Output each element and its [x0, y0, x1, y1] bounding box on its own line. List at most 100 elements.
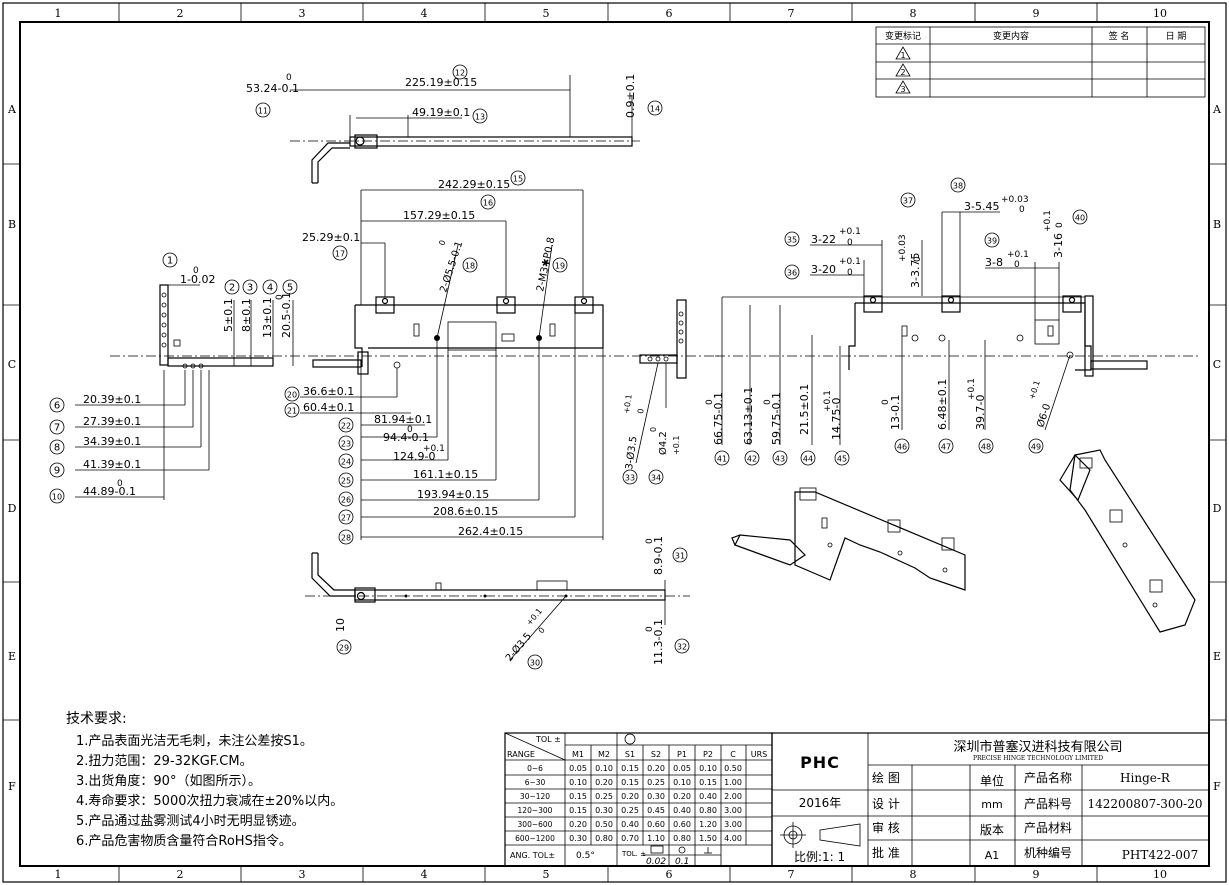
dim-3-3-75-upper: +0.03	[898, 234, 908, 262]
dim-20-39: 20.39±0.1	[83, 393, 141, 406]
tol-range: 120~300	[518, 806, 553, 815]
tech-req-item: 3.出货角度：90°（如图所示）。	[76, 773, 261, 789]
revision-date-header: 日 期	[1166, 31, 1187, 42]
dim-3-22-upper: +0.1	[839, 227, 861, 237]
tol-value: 0.05	[569, 764, 587, 773]
balloon-12: 12	[452, 64, 468, 80]
balloon-33: 33	[622, 469, 638, 485]
balloon-48: 48	[978, 438, 994, 454]
tol-value: 0.30	[647, 792, 665, 801]
top-view: 225.19±0.15 53.24-0.1 0 49.19±0.1 0.9±0.…	[246, 73, 640, 184]
balloon-number: 25	[341, 477, 351, 486]
tech-requirements: 技术要求: 1.产品表面光洁无毛刺，未注公差按S1。 2.扭力范围：29-32K…	[66, 711, 343, 849]
tol-value: 0.45	[647, 806, 665, 815]
col-label: 5	[543, 7, 550, 20]
col-label: 7	[788, 868, 795, 881]
balloon-46: 46	[894, 438, 910, 454]
tol-value: 0.15	[699, 778, 717, 787]
balloon-10: 10	[49, 488, 65, 504]
dim-36-6: 36.6±0.1	[303, 385, 354, 398]
tol-value: 0.10	[699, 764, 717, 773]
tol-value: 0.15	[569, 792, 587, 801]
tolerance-footer: ANG. TOL± 0.5° TOL. ± 0.02 0.1	[510, 845, 712, 867]
col-label: 4	[421, 7, 428, 20]
revision-content-header: 变更内容	[993, 30, 1029, 42]
row-zone-markers: A B C D E F A B C D E F	[3, 103, 1226, 793]
col-label: 8	[910, 868, 917, 881]
tol-header: C	[730, 750, 736, 759]
isometric-view-left	[731, 487, 966, 591]
dim-262-4: 262.4±0.15	[458, 525, 523, 538]
col-label: 1	[55, 7, 62, 20]
dim-59-75-upper: 0	[763, 399, 773, 405]
balloon-2: 2	[224, 279, 240, 295]
col-label: 4	[421, 868, 428, 881]
balloon-17: 17	[332, 245, 348, 261]
role-label: 绘 图	[872, 770, 900, 785]
tol-range: 30~120	[520, 792, 550, 801]
balloon-32: 32	[674, 638, 690, 654]
balloon-number: 32	[677, 643, 687, 652]
tolerance-table: TOL ± RANGE	[504, 732, 773, 867]
field-label: 产品材料	[1024, 821, 1072, 835]
field-label: 机种编号	[1024, 845, 1072, 860]
balloon-number: 10	[52, 493, 62, 502]
balloon-number: 15	[513, 175, 523, 184]
dim-124-9-upper: +0.1	[423, 444, 445, 454]
balloon-6: 6	[49, 397, 65, 413]
balloon-number: 44	[803, 455, 813, 464]
ang-tol-value: 0.5°	[576, 851, 595, 861]
balloon-number: 38	[953, 182, 963, 191]
balloon-number: 34	[651, 474, 661, 483]
balloon-14: 14	[647, 100, 663, 116]
balloon-number: 17	[335, 250, 345, 259]
balloon-number: 7	[54, 423, 60, 434]
field-label: 产品料号	[1024, 797, 1072, 811]
dim-phi6: Ø6-0	[1034, 402, 1053, 429]
balloon-20: 20	[284, 386, 300, 402]
version-label: 版本	[980, 823, 1004, 837]
company-logo: PHC	[800, 753, 840, 772]
dim-3-16-lower: 0	[1055, 222, 1065, 228]
balloon-number: 4	[267, 283, 273, 294]
geo-tol-value: 0.1	[675, 857, 689, 867]
revision-mark-header: 变更标记	[885, 30, 921, 42]
dim-161-1: 161.1±0.15	[413, 468, 478, 481]
balloon-number: 24	[341, 458, 351, 467]
dim-44-89-upper: 0	[117, 479, 123, 489]
tol-value: 0.25	[647, 778, 665, 787]
row-label: B	[1213, 218, 1221, 231]
tol-value: 0.20	[621, 792, 639, 801]
balloon-18: 18	[462, 257, 478, 273]
bottom-view: 10 2-Ø3.5 +0.1 0 8.9-0.1 0 11.3-0.1 0	[305, 536, 690, 665]
dim-5: 5±0.1	[222, 298, 235, 332]
balloon-23: 23	[338, 435, 354, 451]
dim-13: 13-0.1	[889, 395, 902, 430]
row-label: A	[1212, 103, 1222, 116]
dim-208-6: 208.6±0.15	[433, 505, 498, 518]
dim-8-9-upper: 0	[645, 538, 655, 544]
dim-11-3-upper: 0	[645, 626, 655, 632]
revision-sign-header: 签 名	[1109, 30, 1130, 42]
dim-8-9: 8.9-0.1	[652, 536, 665, 575]
col-label: 1	[55, 868, 62, 881]
dim-3-8: 3-8	[985, 256, 1003, 269]
unit-label: 单位	[980, 773, 1004, 788]
dim-63-13: 63.13±0.1	[742, 387, 755, 445]
tol-range: 300~600	[518, 820, 553, 829]
tol-value: 0.10	[569, 778, 587, 787]
dim-3-16: 3-16	[1052, 233, 1065, 258]
balloon-19: 19	[552, 257, 568, 273]
balloon-number: 18	[465, 262, 475, 271]
dim-3-3-75: 3-3.75	[909, 253, 922, 288]
dim-44-89: 44.89-0.1	[83, 485, 136, 498]
dim-phi6-upper: +0.1	[1027, 379, 1042, 400]
dim-14-75: 14.75-0	[830, 398, 843, 440]
dim-3-5-45: 3-5.45	[964, 200, 999, 213]
right-view: 3-22 +0.1 0 3-20 +0.1 0 3-3.75 +0.03 0 3…	[705, 195, 1200, 445]
tol-corner-tol: TOL ±	[535, 735, 561, 744]
unit-value: mm	[981, 798, 1002, 811]
tol-value: 0.80	[595, 834, 613, 843]
col-label: 10	[1153, 868, 1167, 881]
